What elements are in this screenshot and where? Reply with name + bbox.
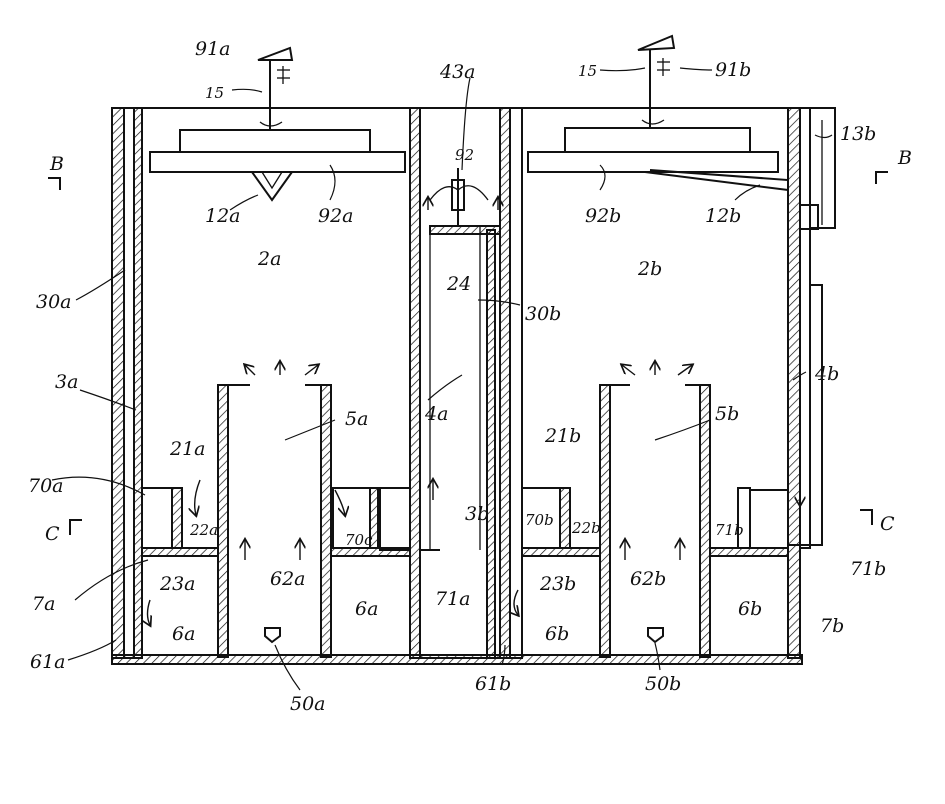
flow-arrows <box>148 198 801 625</box>
label-15-right: 15 <box>578 62 597 80</box>
label-70a: 70a <box>28 475 64 497</box>
label-62b: 62b <box>630 568 666 590</box>
label-3a: 3a <box>55 371 78 393</box>
left-tank-walls <box>111 107 421 659</box>
base-plate <box>111 654 803 665</box>
label-24: 24 <box>446 273 471 295</box>
nozzle-50b <box>647 627 664 644</box>
shelf-23b <box>521 547 601 557</box>
label-15-left: 15 <box>205 84 224 102</box>
middle-column <box>419 107 523 659</box>
outer-wall-4b <box>787 107 801 659</box>
label-50b: 50b <box>645 673 681 695</box>
section-markers <box>48 171 888 535</box>
label-30a: 30a <box>36 291 72 313</box>
nozzle-50a <box>264 627 281 644</box>
jacket-30a <box>123 107 135 659</box>
label-2b: 2b <box>637 258 662 280</box>
shelf-23a <box>141 547 219 557</box>
label-71b: 71b <box>850 558 886 580</box>
divider-wall-3b <box>499 107 511 659</box>
label-23a: 23a <box>159 573 196 595</box>
label-2a: 2a <box>257 248 281 270</box>
label-6a: 6a <box>172 623 195 645</box>
leader-lines <box>51 67 833 691</box>
outer-wall-left <box>111 107 125 659</box>
label-C-right: C <box>880 513 895 535</box>
box-7b <box>749 489 789 549</box>
label-91b: 91b <box>715 59 751 81</box>
label-7b: 7b <box>820 615 844 637</box>
label-7a: 7a <box>32 593 55 615</box>
label-6b-right: 6b <box>738 598 762 620</box>
label-21a: 21a <box>169 438 206 460</box>
right-tank-walls <box>522 107 836 659</box>
label-21b: 21b <box>544 425 581 447</box>
rod-43a <box>429 168 489 226</box>
left-tank-interior <box>141 384 411 658</box>
label-30b: 30b <box>525 303 561 325</box>
label-92a: 92a <box>318 205 354 227</box>
label-43a: 43a <box>439 61 476 83</box>
side-panel-4b <box>809 284 823 546</box>
label-23b: 23b <box>539 573 576 595</box>
label-70b: 70b <box>525 511 554 529</box>
label-61b: 61b <box>475 673 511 695</box>
label-12b: 12b <box>705 205 741 227</box>
label-3b: 3b <box>465 503 489 525</box>
label-50a: 50a <box>290 693 326 715</box>
float-92b <box>527 34 789 192</box>
label-13b: 13b <box>840 123 876 145</box>
label-5a: 5a <box>345 408 368 430</box>
reference-labels: 91a 15 43a 15 91b 13b B B 12a 92a 92 92b… <box>28 38 912 715</box>
label-92: 92 <box>455 146 474 164</box>
float-92a <box>149 46 406 202</box>
label-6a-right: 6a <box>355 598 378 620</box>
label-71b-small: 71b <box>715 521 744 539</box>
label-61a: 61a <box>30 651 66 673</box>
label-71a: 71a <box>435 588 471 610</box>
label-4a: 4a <box>424 403 448 425</box>
valve-13b <box>799 204 819 230</box>
label-70c: 70c <box>345 531 373 549</box>
divider-wall-4a <box>409 107 421 659</box>
riser-wall-right-b <box>699 384 711 658</box>
label-22b: 22b <box>571 519 601 537</box>
label-5b: 5b <box>715 403 739 425</box>
label-91a: 91a <box>195 38 231 60</box>
box-7a <box>379 487 411 551</box>
riser-wall-left-b <box>599 384 611 658</box>
inner-wall-3a <box>133 107 143 659</box>
label-6b: 6b <box>545 623 569 645</box>
plate-24 <box>429 225 501 235</box>
label-22a: 22a <box>189 521 218 539</box>
right-tank-interior <box>521 384 789 658</box>
box-13b <box>809 107 836 229</box>
label-12a: 12a <box>205 205 241 227</box>
label-92b: 92b <box>585 205 621 227</box>
label-4b: 4b <box>814 363 839 385</box>
jacket-30b <box>486 229 496 659</box>
label-B-left: B <box>49 153 64 175</box>
label-62a: 62a <box>270 568 306 590</box>
label-C-left: C <box>45 523 60 545</box>
riser-wall-right-a <box>320 384 332 658</box>
riser-wall-left-a <box>217 384 229 658</box>
label-B-right: B <box>897 147 912 169</box>
